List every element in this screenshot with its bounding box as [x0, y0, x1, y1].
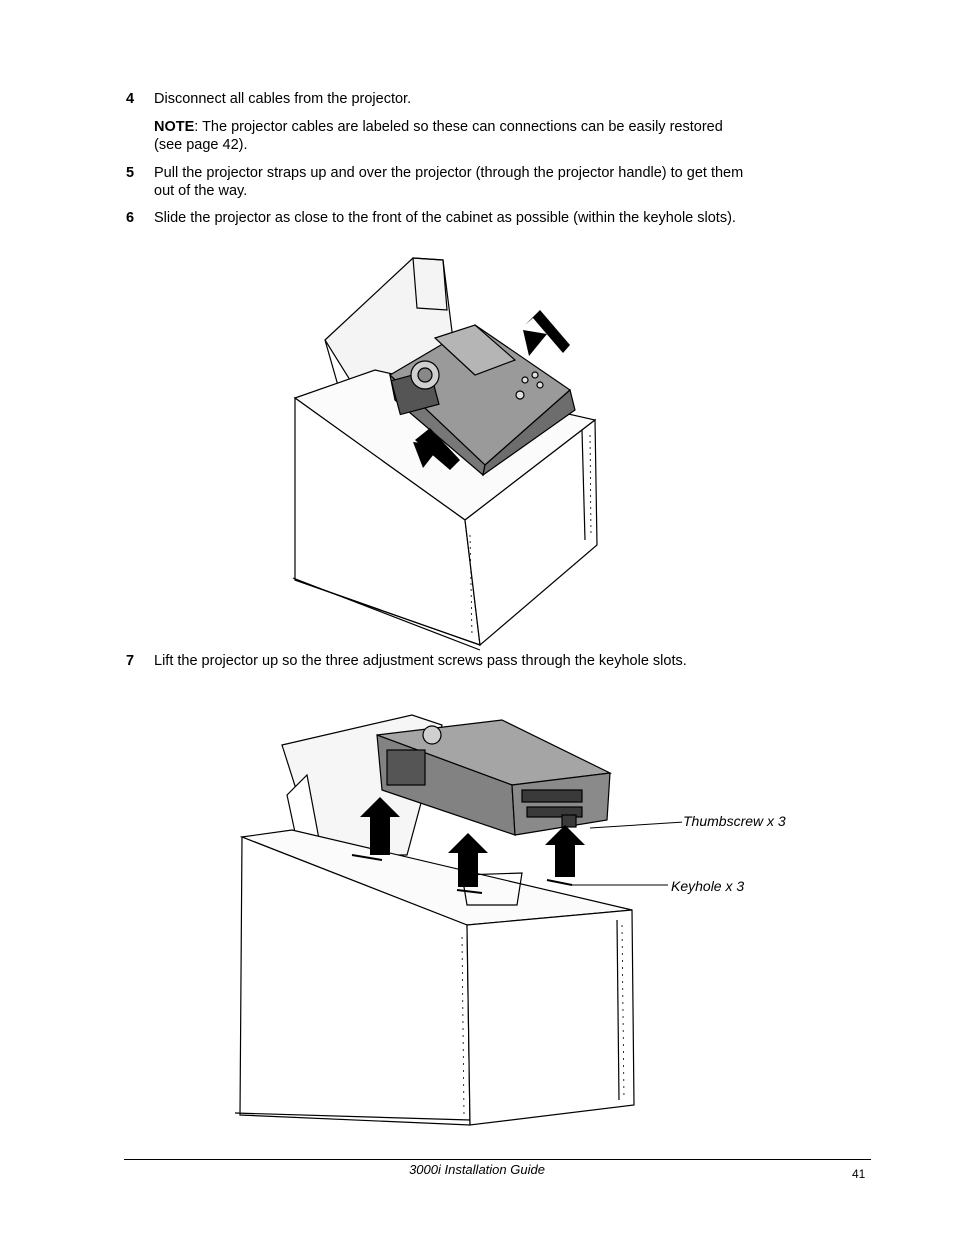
- note: NOTE: The projector cables are labeled s…: [154, 118, 754, 154]
- step-text: Slide the projector as close to the fron…: [154, 210, 736, 226]
- page-number: 41: [852, 1167, 866, 1181]
- step-number: 5: [126, 165, 135, 181]
- footer-title: 3000i Installation Guide: [409, 1162, 545, 1177]
- step-number: 4: [126, 91, 135, 107]
- figure-lift-projector: [234, 714, 682, 1126]
- step-number: 7: [126, 653, 135, 669]
- thumbscrew-callout: Thumbscrew x 3: [683, 813, 786, 829]
- figure-slide-projector: [292, 257, 598, 651]
- keyhole-callout: Keyhole x 3: [671, 878, 745, 894]
- step-text: Pull the projector straps up and over th…: [154, 165, 744, 199]
- step-text: Disconnect all cables from the projector…: [154, 91, 412, 107]
- step-number: 6: [126, 210, 135, 226]
- note-text: : The projector cables are labeled so th…: [154, 119, 723, 153]
- footer-rule: [124, 1159, 871, 1160]
- step-text: Lift the projector up so the three adjus…: [154, 653, 687, 669]
- note-label: NOTE: [154, 119, 195, 135]
